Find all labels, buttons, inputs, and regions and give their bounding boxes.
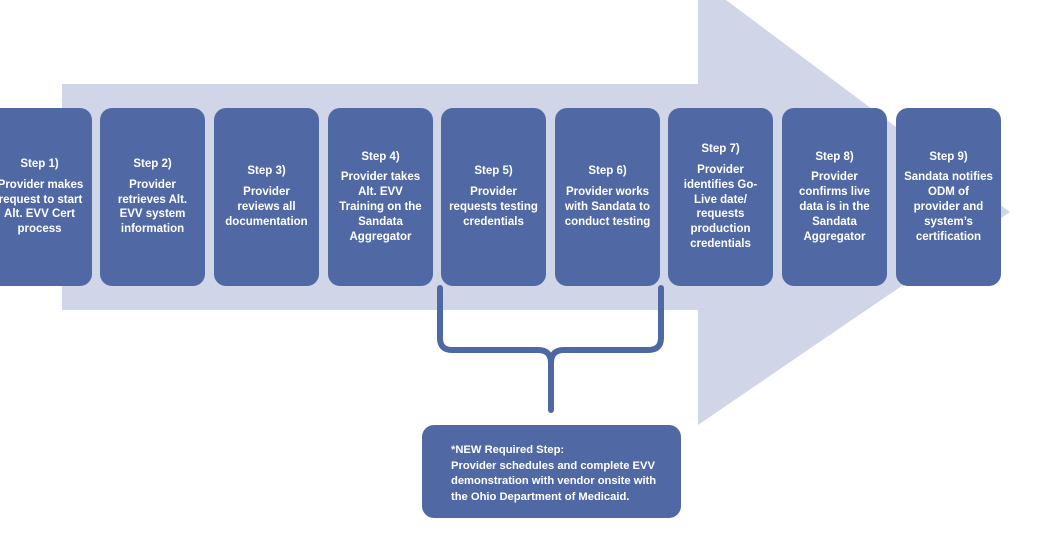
step-2-description: Provider retrieves Alt. EVV system infor… xyxy=(118,178,187,237)
step-6-line: with Sandata to xyxy=(565,201,650,213)
step-5-line: Provider xyxy=(470,186,517,199)
step-7-line: credentials xyxy=(690,237,751,250)
step-5-box: Step 5) Provider requests testing creden… xyxy=(441,108,546,286)
step-3-description: Provider reviews all documentation xyxy=(225,185,307,229)
step-7-description: Provider identifies Go- Live date/ reque… xyxy=(684,163,757,252)
step-1-line: Alt. EVV Cert xyxy=(4,208,75,221)
step-6-line: conduct testing xyxy=(564,215,651,228)
step-7-box: Step 7) Provider identifies Go- Live dat… xyxy=(668,108,773,286)
step-4-line: Aggregator xyxy=(349,230,412,243)
step-7-line: Live date/ xyxy=(693,193,748,206)
step-6-title: Step 6) xyxy=(588,165,627,178)
step-2-title: Step 2) xyxy=(133,158,172,170)
step-7-line: production xyxy=(690,223,751,236)
step-4-line: Provider takes xyxy=(340,171,421,184)
step-4-line: Sandata xyxy=(358,215,403,228)
step-4-title: Step 4) xyxy=(361,150,400,163)
step-9-box: Step 9) Sandata notifies ODM of provider… xyxy=(896,108,1001,286)
step-5-title: Step 5) xyxy=(474,165,513,178)
step-2-line: Provider xyxy=(129,178,176,191)
step-7-line: identifies Go- xyxy=(683,178,758,191)
step-6-line: Provider works xyxy=(565,186,650,199)
step-8-line: confirms live xyxy=(799,186,870,199)
grouping-brace xyxy=(437,285,664,413)
step-5-line: requests testing xyxy=(449,201,538,213)
step-8-line: Sandata xyxy=(812,215,857,228)
step-8-box: Step 8) Provider confirms live data is i… xyxy=(782,108,887,286)
step-3-line: documentation xyxy=(225,215,308,228)
step-3-box: Step 3) Provider reviews all documentati… xyxy=(214,108,319,286)
step-4-box: Step 4) Provider takes Alt. EVV Training… xyxy=(328,108,433,286)
step-6-box: Step 6) Provider works with Sandata to c… xyxy=(555,108,660,286)
step-9-line: Sandata notifies xyxy=(904,171,993,184)
step-3-line: Provider xyxy=(243,186,290,199)
step-8-description: Provider confirms live data is in the Sa… xyxy=(799,170,870,244)
step-4-description: Provider takes Alt. EVV Training on the … xyxy=(339,170,421,244)
step-2-line: EVV system xyxy=(119,208,186,221)
step-5-description: Provider requests testing credentials xyxy=(449,185,538,229)
step-1-line: process xyxy=(17,223,62,236)
step-1-line: Provider makes xyxy=(0,178,84,191)
step-9-line: provider and xyxy=(913,201,984,213)
step-8-line: Provider xyxy=(811,171,858,184)
new-step-line: demonstration with vendor onsite with xyxy=(451,475,657,488)
step-8-title: Step 8) xyxy=(815,150,854,163)
step-9-description: Sandata notifies ODM of provider and sys… xyxy=(904,170,993,244)
step-9-line: certification xyxy=(915,230,982,243)
step-5-line: credentials xyxy=(463,215,524,228)
step-2-line: retrieves Alt. xyxy=(117,193,188,206)
step-6-description: Provider works with Sandata to conduct t… xyxy=(565,185,651,229)
step-7-line: requests xyxy=(696,208,745,221)
step-7-line: Provider xyxy=(697,164,744,176)
step-1-box: Step 1) Provider makes request to start … xyxy=(0,108,92,286)
step-3-title: Step 3) xyxy=(247,165,286,178)
step-1-title: Step 1) xyxy=(20,158,59,170)
step-1-description: Provider makes request to start Alt. EVV… xyxy=(0,178,83,237)
step-9-line: ODM of xyxy=(928,186,969,199)
step-4-line: Training on the xyxy=(339,201,422,213)
new-step-title: *NEW Required Step: xyxy=(451,444,565,456)
step-7-title: Step 7) xyxy=(701,143,740,156)
step-8-line: data is in the xyxy=(799,201,870,213)
step-2-line: information xyxy=(120,223,185,236)
step-9-title: Step 9) xyxy=(929,150,968,163)
step-8-line: Aggregator xyxy=(803,230,866,243)
step-2-box: Step 2) Provider retrieves Alt. EVV syst… xyxy=(100,108,205,286)
step-3-line: reviews all xyxy=(237,201,296,213)
new-required-step-box: *NEW Required Step: Provider schedules a… xyxy=(422,425,681,518)
new-step-line: the Ohio Department of Medicaid. xyxy=(451,490,630,503)
step-1-line: request to start xyxy=(0,193,83,206)
step-9-line: system’s xyxy=(924,215,973,228)
step-4-line: Alt. EVV xyxy=(358,186,403,199)
new-step-line: Provider schedules and complete EVV xyxy=(451,459,655,472)
